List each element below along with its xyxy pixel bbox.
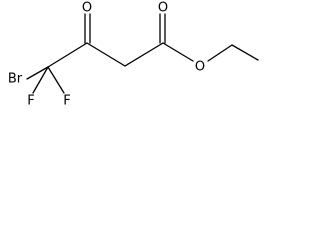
bond-c3-c2 <box>86 42 126 67</box>
atom-label-o-ester-ether: O <box>195 60 205 75</box>
atom-label-o-ketone: O <box>82 1 92 16</box>
bond-c4-c3 <box>47 42 88 68</box>
atom-label-f2: F <box>63 94 70 109</box>
atom-label-f1: F <box>27 94 34 109</box>
chemical-structure-diagram: Br F F O O O <box>8 1 259 109</box>
bond-o-ch2 <box>207 44 233 62</box>
atom-label-br: Br <box>8 72 23 87</box>
bond-c2-c1 <box>124 42 164 67</box>
atom-label-o-ester-carbonyl: O <box>158 1 168 16</box>
bond-c4-f1 <box>32 66 49 94</box>
bond-ch2-ch3 <box>231 44 259 61</box>
bond-c1-o-ether <box>162 42 194 62</box>
bond-br-c4 <box>26 66 49 80</box>
bond-c4-f2 <box>47 66 65 94</box>
